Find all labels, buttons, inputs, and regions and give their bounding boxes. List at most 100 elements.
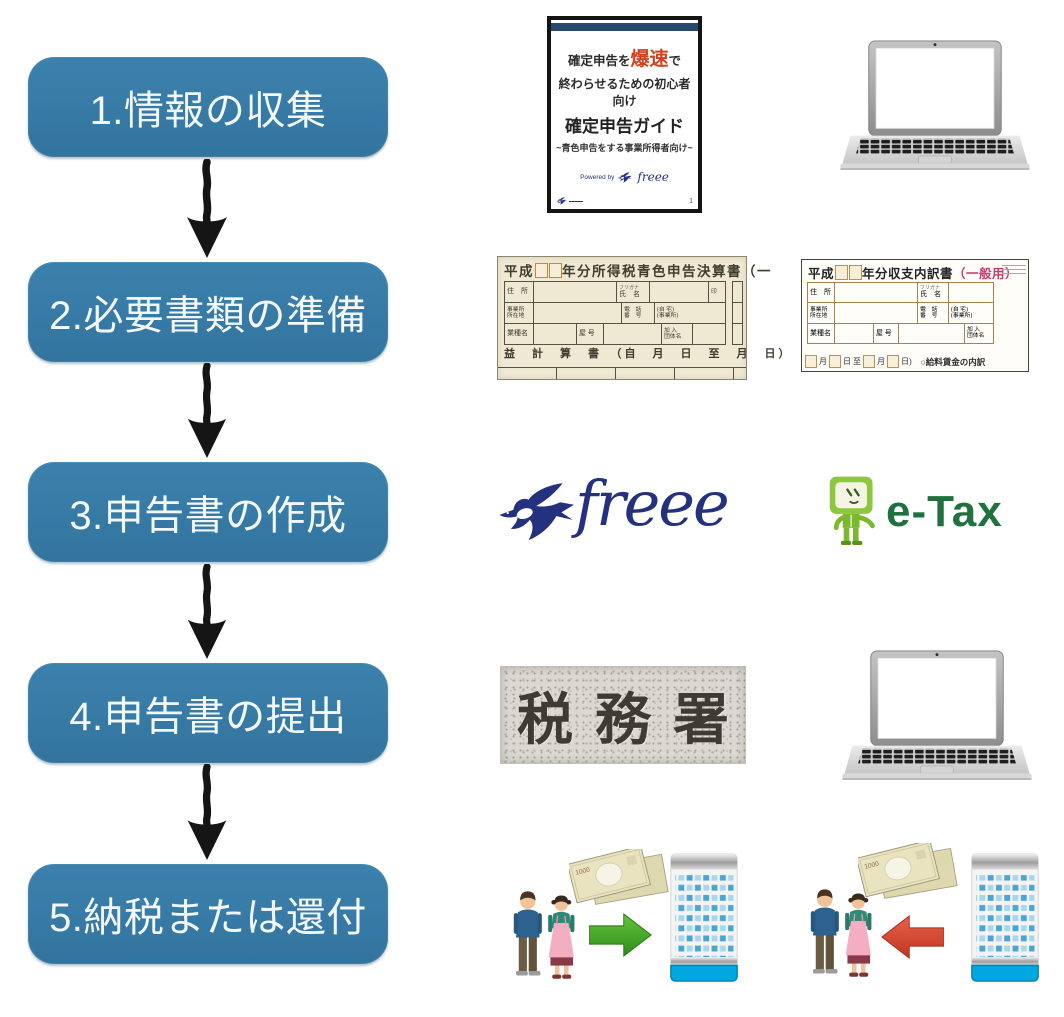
org-label-2: 団体名 bbox=[967, 333, 985, 340]
laptop-image-1 bbox=[836, 40, 1034, 178]
business-type-label: 業種名 bbox=[810, 328, 831, 337]
office-label-1: 事業所 bbox=[507, 306, 525, 313]
payroll-note: ○給料賃金の内訳 bbox=[920, 356, 986, 367]
step-label-1: 1.情報の収集 bbox=[89, 89, 327, 133]
trade-name-label: 屋 号 bbox=[579, 329, 595, 338]
cover-title-line3: 確定申告ガイド bbox=[565, 117, 684, 136]
tax-refund-illustration bbox=[810, 843, 1039, 982]
step-label-3: 3.申告書の作成 bbox=[69, 494, 347, 538]
phone-label-1: 電 話 bbox=[624, 306, 642, 313]
cover-brand-name: freee bbox=[637, 170, 669, 184]
freee-swallow-icon bbox=[617, 172, 633, 183]
step-box-4: 4.申告書の提出 bbox=[28, 663, 388, 763]
address-label: 住 所 bbox=[810, 287, 831, 296]
form1-row-business: 業種名 屋 号 加 入 団体名 bbox=[505, 324, 725, 344]
era-input-box bbox=[534, 263, 548, 278]
cover-subtitle: ~青色申告をする事業所得者向け~ bbox=[556, 143, 693, 153]
form1-right-strip bbox=[732, 281, 743, 345]
cover-body: 確定申告を爆速で 終わらせるための初心者向け 確定申告ガイド ~青色申告をする事… bbox=[551, 31, 698, 197]
org-label-1: 加 入 bbox=[967, 326, 981, 333]
bottom-text-1: 月 bbox=[819, 357, 827, 366]
form1-title-text: 年分所得税青色申告決算書（一 bbox=[562, 264, 772, 279]
cover-line1-pre: 確定申告を bbox=[567, 54, 631, 68]
form1-pl-statement-line: 益 計 算 書 （自 月 日 至 月 日） bbox=[504, 348, 793, 360]
banknotes bbox=[569, 849, 669, 905]
form2-bottom-row: 月 日 至 月 日) ○給料賃金の内訳 bbox=[805, 355, 985, 368]
income-breakdown-form: 平成年分収支内訳書（一般用） 住 所 フリガナ 氏 名 事業所 所在地 bbox=[801, 259, 1029, 372]
tax-office-sign-text: 税務署 bbox=[517, 689, 751, 752]
form2-title: 平成年分収支内訳書（一般用） bbox=[808, 263, 1018, 282]
refund-arrow-left-icon bbox=[881, 915, 944, 959]
office-label-2: 所在地 bbox=[507, 313, 525, 319]
form1-cutoff-row bbox=[498, 367, 746, 379]
down-arrow-icon-4 bbox=[184, 764, 230, 861]
phone-home-label: (自 宅) bbox=[951, 306, 968, 313]
form1-row-address: 住 所 フリガナ 氏 名 印 bbox=[505, 282, 725, 303]
form2-era: 平成 bbox=[808, 267, 835, 281]
step-label-4: 4.申告書の提出 bbox=[69, 695, 347, 739]
form2-row-business: 業種名 屋 号 加 入 団体名 bbox=[808, 323, 993, 343]
era-input-box bbox=[834, 265, 848, 280]
step-label-5: 5.納税または還付 bbox=[49, 896, 367, 940]
date-input-box bbox=[805, 355, 817, 368]
tax-office-building bbox=[971, 853, 1039, 982]
org-label-2: 団体名 bbox=[664, 334, 682, 340]
step-label-2: 2.必要書類の準備 bbox=[49, 294, 367, 338]
blue-return-form: 平成 年分所得税青色申告決算書（一 住 所 フリガナ 氏 名 印 事業所 所在地 bbox=[497, 256, 790, 380]
laptop-image-2 bbox=[838, 650, 1036, 788]
phone-home-label: (自 宅) bbox=[657, 306, 674, 313]
down-arrow-icon-1 bbox=[184, 159, 230, 259]
business-type-label: 業種名 bbox=[507, 329, 528, 338]
payment-arrow-right-icon bbox=[589, 913, 652, 957]
form1-era: 平成 bbox=[504, 264, 534, 279]
cover-title-line2: 終わらせるための初心者向け bbox=[558, 77, 691, 108]
bottom-text-2: 日 至 bbox=[843, 357, 861, 366]
cover-powered-by: Powered by freee bbox=[580, 170, 669, 184]
footer-logo bbox=[556, 197, 583, 205]
address-label: 住 所 bbox=[507, 287, 528, 296]
phone-office-label: (事業所) bbox=[657, 313, 679, 319]
form2-row-address: 住 所 フリガナ 氏 名 bbox=[808, 283, 993, 304]
powered-by-label: Powered by bbox=[580, 173, 615, 181]
page-number: 1 bbox=[689, 198, 693, 205]
bottom-text-4: 日) bbox=[901, 357, 912, 366]
cover-top-bar bbox=[551, 23, 698, 31]
step-box-5: 5.納税または還付 bbox=[28, 864, 388, 964]
org-label-1: 加 入 bbox=[664, 327, 678, 334]
tax-guide-cover: 確定申告を爆速で 終わらせるための初心者向け 確定申告ガイド ~青色申告をする事… bbox=[547, 16, 702, 213]
trade-name-label: 屋 号 bbox=[876, 328, 892, 337]
footer-rule bbox=[569, 200, 583, 202]
date-input-box bbox=[863, 355, 875, 368]
etax-mascot-icon bbox=[826, 474, 880, 550]
tax-payment-illustration bbox=[513, 849, 738, 982]
tax-office-sign: 税務署 bbox=[500, 666, 746, 764]
down-arrow-icon-2 bbox=[184, 363, 230, 459]
tax-office-building bbox=[670, 853, 738, 982]
phone-label-2: 番 号 bbox=[920, 312, 938, 319]
seal-label: 印 bbox=[711, 288, 717, 295]
office-label-2: 所在地 bbox=[810, 312, 828, 319]
form2-margin-note bbox=[996, 262, 1026, 284]
furigana-label: フリガナ bbox=[619, 285, 640, 291]
phone-label-1: 電 話 bbox=[920, 306, 938, 313]
bottom-text-3: 月 bbox=[877, 357, 885, 366]
era-input-box bbox=[548, 263, 562, 278]
cover-line1-post: で bbox=[668, 54, 682, 68]
cover-title-line1: 確定申告を爆速で bbox=[568, 44, 681, 71]
form1-row-office: 事業所 所在地 電 話 番 号 (自 宅) (事業所) bbox=[505, 303, 725, 324]
form2-table: 住 所 フリガナ 氏 名 事業所 所在地 電 話 番 号 bbox=[807, 282, 994, 344]
step-box-1: 1.情報の収集 bbox=[28, 57, 388, 157]
freee-swallow-icon bbox=[497, 476, 579, 548]
form2-title-text: 年分収支内訳書 bbox=[862, 267, 954, 281]
form1-table: 住 所 フリガナ 氏 名 印 事業所 所在地 電 話 番 号 bbox=[504, 281, 726, 345]
form1-title: 平成 年分所得税青色申告決算書（一 bbox=[504, 260, 772, 280]
freee-swallow-icon bbox=[556, 197, 567, 205]
taxpayer-couple bbox=[513, 890, 576, 980]
era-input-box bbox=[848, 265, 862, 280]
date-input-box bbox=[887, 355, 899, 368]
office-label-1: 事業所 bbox=[810, 306, 828, 313]
phone-office-label: (事業所) bbox=[951, 312, 973, 319]
banknotes bbox=[858, 843, 958, 899]
name-label: 氏 名 bbox=[619, 289, 640, 298]
phone-label-2: 番 号 bbox=[624, 313, 642, 319]
